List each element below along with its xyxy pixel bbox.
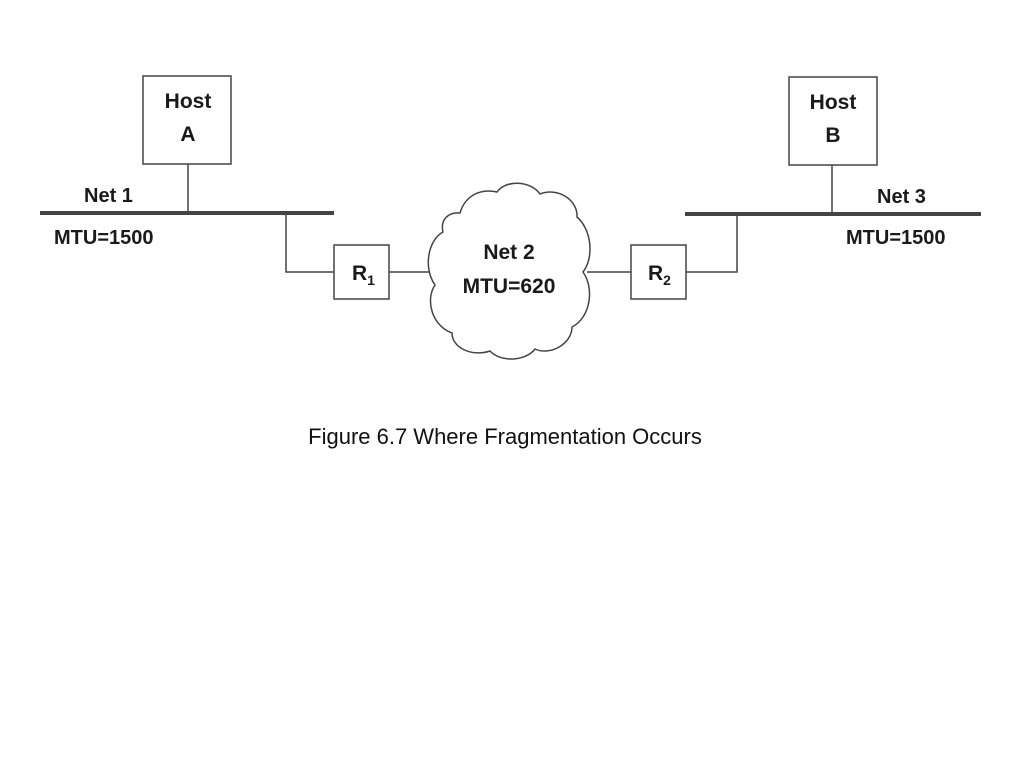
host-a-line1: Host — [165, 90, 212, 113]
router-r2: R2 — [630, 244, 687, 300]
host-a: Host A — [142, 75, 232, 165]
net3-mtu: MTU=1500 — [846, 227, 946, 249]
host-b-line1: Host — [810, 91, 857, 114]
svg-text:R2: R2 — [648, 262, 671, 288]
net3-name: Net 3 — [877, 186, 926, 208]
net2-name: Net 2 — [483, 241, 534, 264]
router-r1-letter: R — [352, 262, 367, 285]
router-r1-sub: 1 — [367, 272, 375, 288]
net1-mtu: MTU=1500 — [54, 227, 154, 249]
router-r2-letter: R — [648, 262, 663, 285]
host-b-box — [788, 76, 878, 166]
net1-name: Net 1 — [84, 185, 133, 207]
net2-cloud: Net 2 MTU=620 — [427, 182, 591, 360]
net2-mtu: MTU=620 — [463, 275, 556, 298]
svg-text:R1: R1 — [352, 262, 375, 288]
router-r2-sub: 2 — [663, 272, 671, 288]
r2-net3-link — [686, 214, 738, 273]
host-b: Host B — [788, 76, 878, 166]
host-b-line2: B — [825, 124, 840, 147]
cloud-shape — [427, 182, 591, 360]
router-r1: R1 — [333, 244, 390, 300]
host-a-line2: A — [180, 123, 195, 146]
host-a-box — [142, 75, 232, 165]
net1-r1-link — [285, 213, 334, 273]
figure-caption: Figure 6.7 Where Fragmentation Occurs — [308, 424, 702, 449]
